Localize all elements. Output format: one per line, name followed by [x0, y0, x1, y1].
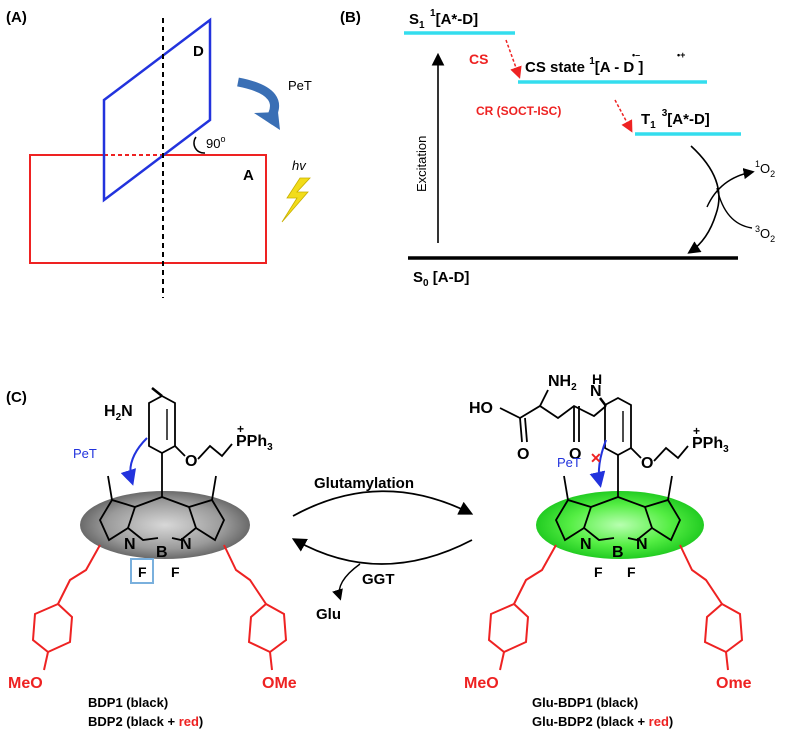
right-nh2-label: NH2 — [548, 373, 577, 393]
lightning-icon — [281, 177, 311, 223]
right-amide-n: N — [590, 383, 602, 400]
right-phosphonium: PPh3 — [692, 435, 729, 455]
decay-arrow — [687, 145, 720, 254]
left-pet-arrow — [120, 437, 148, 486]
triplet-oxygen-label: 3O2 — [755, 224, 775, 244]
left-fluoride-2: F — [171, 564, 180, 580]
o2-input-curve — [716, 187, 753, 229]
left-meo-label: MeO — [8, 675, 43, 692]
right-molecule: HO NH2 O O N H O PPh3 + — [464, 371, 752, 729]
donor-plane — [102, 17, 212, 203]
cs-radical-cation: •+ — [677, 50, 685, 60]
right-caption-glu-bdp1: Glu-BDP1 (black) — [532, 695, 638, 710]
right-styryl-arms — [487, 544, 744, 671]
right-carboxyl-o: O — [517, 446, 529, 463]
right-phosphonium-charge: + — [693, 424, 700, 438]
acceptor-plane — [29, 154, 267, 264]
t1-label: T13[A*-D] — [641, 108, 710, 131]
left-phosphonium: PPh3 — [236, 433, 273, 453]
right-amide-o: O — [569, 446, 581, 463]
angle-label: 90o — [206, 134, 225, 151]
left-caption-bdp1: BDP1 (black) — [88, 695, 168, 710]
acceptor-label: A — [243, 167, 254, 184]
right-fluoride-1: F — [594, 564, 603, 580]
right-pet-arrow — [589, 439, 607, 488]
left-n2: N — [180, 536, 192, 553]
pet-blocked-cross: ✕ — [590, 450, 602, 466]
glu-release-arrow — [332, 563, 361, 601]
right-n2: N — [636, 536, 648, 553]
left-styryl-arms — [31, 544, 288, 671]
right-aniline-ring — [604, 396, 632, 457]
right-meo-label: MeO — [464, 675, 499, 692]
right-fluoride-2: F — [627, 564, 636, 580]
left-pet-label: PeT — [73, 446, 97, 461]
cr-label: CR (SOCT-ISC) — [476, 104, 561, 118]
panel-a: (A) 90o D A PeT hv — [6, 9, 312, 298]
pet-arrow-head — [254, 112, 280, 130]
singlet-oxygen-label: 1O2 — [755, 159, 775, 179]
left-molecule: H2N O PPh3 + N B N F F PeT — [8, 387, 297, 729]
panel-c: (C) H2N O PPh3 + N B N — [6, 371, 752, 729]
reaction-arrows: Glutamylation GGT Glu — [291, 475, 474, 623]
glutamylation-arrow — [292, 490, 474, 517]
ggt-arrow — [291, 538, 473, 565]
left-aniline-ring — [148, 394, 176, 455]
ggt-label: GGT — [362, 571, 395, 588]
cs-radical-anion: •– — [632, 50, 640, 60]
right-ether-o: O — [641, 455, 653, 472]
left-core-ellipse — [80, 491, 250, 559]
panel-b: (B) S11[A*-D] CS CS state 1[A - D ] •– •… — [340, 8, 775, 289]
glu-label: Glu — [316, 606, 341, 623]
panel-b-label: (B) — [340, 9, 361, 26]
right-core-ellipse — [536, 491, 704, 559]
right-boron: B — [612, 544, 624, 561]
left-n1: N — [124, 536, 136, 553]
left-ome-label: OMe — [262, 675, 297, 692]
right-amide-h: H — [592, 371, 602, 387]
cs-state-label: CS state 1[A - D ] — [525, 56, 643, 76]
right-caption-glu-bdp2: Glu-BDP2 (black + red) — [532, 714, 673, 729]
cr-arrow — [614, 99, 633, 133]
s0-label: S0 [A-D] — [413, 269, 469, 289]
left-fluoride-1: F — [138, 564, 147, 580]
pet-label: PeT — [288, 78, 312, 93]
excitation-label: Excitation — [414, 136, 429, 192]
angle-arc — [193, 136, 206, 154]
left-caption-bdp2: BDP2 (black + red) — [88, 714, 203, 729]
donor-label: D — [193, 43, 204, 60]
right-carboxyl-ho: HO — [469, 400, 493, 417]
glutamylation-label: Glutamylation — [314, 475, 414, 492]
panel-a-label: (A) — [6, 9, 27, 26]
left-fluoride-highlight — [130, 558, 154, 584]
s1-label: S11[A*-D] — [409, 8, 478, 31]
left-boron: B — [156, 544, 168, 561]
right-ome-label: Ome — [716, 675, 752, 692]
panel-c-label: (C) — [6, 389, 27, 406]
left-ether-o: O — [185, 453, 197, 470]
right-n1: N — [580, 536, 592, 553]
cs-arrow — [505, 39, 522, 79]
o2-activation-arrow — [706, 168, 755, 208]
cs-label: CS — [469, 51, 488, 67]
left-amine-label: H2N — [104, 403, 133, 423]
right-pet-label: PeT — [557, 455, 581, 470]
left-phosphonium-charge: + — [237, 422, 244, 436]
hv-label: hv — [292, 158, 307, 173]
